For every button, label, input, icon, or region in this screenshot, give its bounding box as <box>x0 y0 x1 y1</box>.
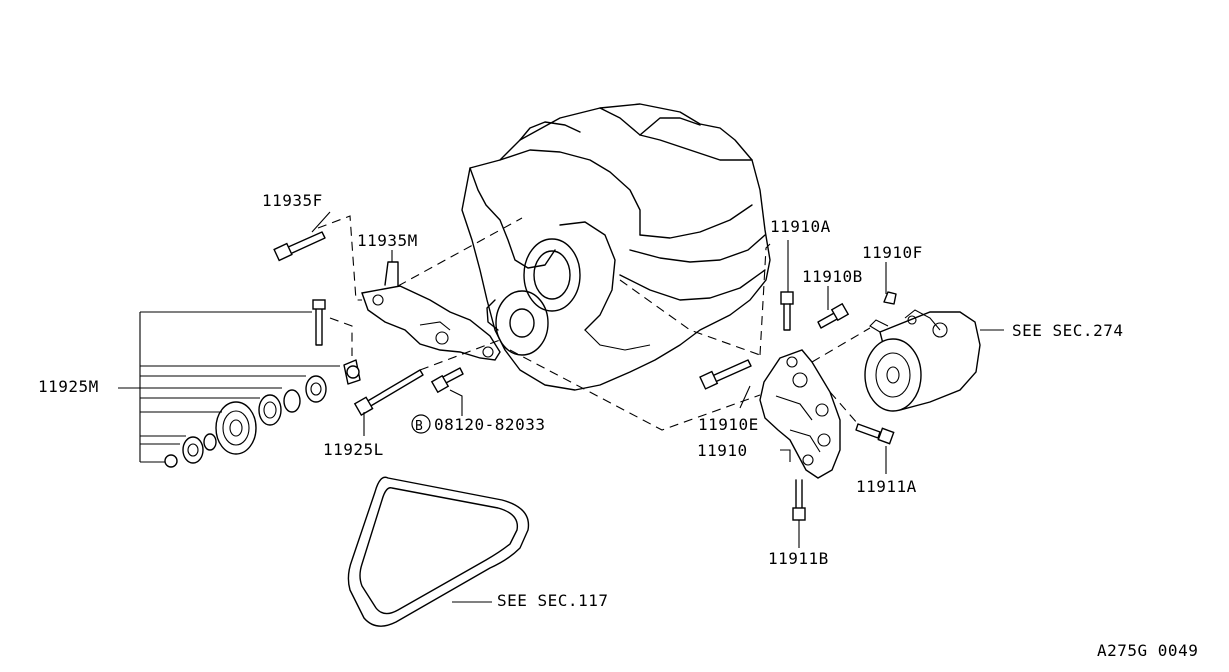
label-11911b: 11911B <box>768 549 829 568</box>
bolt-11935f <box>273 231 326 262</box>
bolt-11911a <box>855 423 895 445</box>
label-11910f: 11910F <box>862 243 923 262</box>
engine-block <box>461 103 771 391</box>
stud-11925m <box>343 359 361 385</box>
dash-g <box>759 243 771 356</box>
bolt-11910e <box>699 359 752 390</box>
label-11910e: 11910E <box>698 415 759 434</box>
badge-letter: B <box>415 419 423 434</box>
dash-a <box>317 215 362 301</box>
bolt-vertical-left <box>312 299 326 346</box>
label-see-sec-117: SEE SEC.117 <box>497 591 608 610</box>
bolt-code-badge: B <box>411 414 431 434</box>
dash-b <box>397 217 523 287</box>
bolt-11910a <box>780 291 794 331</box>
leader-11935f <box>311 211 331 233</box>
label-11925l: 11925L <box>323 440 384 459</box>
ac-compressor <box>864 309 981 412</box>
leader-08120 <box>449 389 463 416</box>
bolt-11910b <box>817 302 850 329</box>
dash-e <box>619 279 761 356</box>
bolt-11911b <box>792 479 806 521</box>
label-11935m: 11935M <box>357 231 418 250</box>
nut-11910f <box>883 291 897 305</box>
label-11910: 11910 <box>697 441 748 460</box>
figure-code: A275G 0049 <box>1097 641 1198 660</box>
dash-i <box>829 391 859 425</box>
idler-pulley-stack <box>164 375 327 468</box>
leader-11910 <box>780 449 791 462</box>
bolt-08120 <box>430 367 464 394</box>
label-08120-82033: 08120-82033 <box>434 415 545 434</box>
dash-f <box>509 349 761 431</box>
compressor-bracket <box>759 349 841 479</box>
leader-11925m <box>118 311 340 463</box>
dash-c <box>329 317 353 356</box>
drive-belt <box>347 476 530 627</box>
label-11935f: 11935F <box>262 191 323 210</box>
label-see-sec-274: SEE SEC.274 <box>1012 321 1123 340</box>
label-11911a: 11911A <box>856 477 917 496</box>
label-11925m: 11925M <box>38 377 99 396</box>
idler-bracket <box>361 261 501 361</box>
label-11910a: 11910A <box>770 217 831 236</box>
dash-h <box>811 327 871 363</box>
leader-11910e <box>739 385 751 409</box>
label-11910b: 11910B <box>802 267 863 286</box>
stud-11925l <box>353 369 424 417</box>
